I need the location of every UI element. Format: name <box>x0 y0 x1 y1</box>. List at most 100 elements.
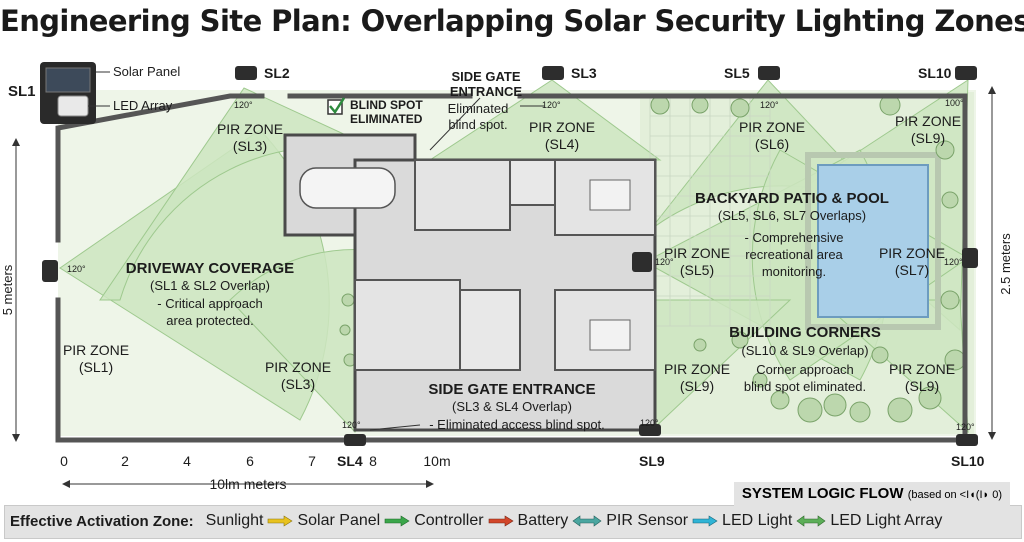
arrow-right-icon <box>384 515 410 527</box>
light-sl10-top-label: SL10 <box>918 65 952 81</box>
pir-label-sl4-id: (SL4) <box>545 136 579 152</box>
arrow-right-icon <box>488 515 514 527</box>
scale-tick-8: 8 <box>369 453 377 469</box>
arrow-right-icon <box>268 515 294 527</box>
angle-sl5: 120° <box>760 100 779 110</box>
scale-tick-2: 2 <box>121 453 129 469</box>
flow-bar <box>4 505 1022 539</box>
scale-bar-label: 10lm meters <box>209 476 286 492</box>
flow-row: Effective Activation Zone: Sunlight Sola… <box>10 509 942 533</box>
light-sl4-icon <box>344 434 366 446</box>
light-sl1-icon <box>42 260 58 282</box>
checkmark-icon <box>329 97 346 115</box>
pir-label-sl3-top: PIR ZONE <box>217 121 283 137</box>
page-title: Engineering Site Plan: Overlapping Solar… <box>0 4 1024 38</box>
led-array-label: LED Array <box>113 98 173 113</box>
angle-sl1: 120° <box>67 264 86 274</box>
driveway-note2: area protected. <box>166 313 253 328</box>
blind-spot-line1: BLIND SPOT <box>350 98 423 112</box>
light-fixtures <box>42 66 978 446</box>
angle-sl10: 100° <box>945 98 964 108</box>
pir-label-sl9-bottom: PIR ZONE <box>664 361 730 377</box>
landscape-shrubs <box>339 94 966 423</box>
light-sl9-label: SL9 <box>639 453 665 469</box>
corners-note1: Corner approach <box>756 362 854 377</box>
flow-title: SYSTEM LOGIC FLOW <box>741 485 904 502</box>
pir-label-sl5-id: (SL5) <box>680 262 714 278</box>
side-gate-bottom-title: SIDE GATE ENTRANCE <box>428 381 595 398</box>
pir-label-sl5: PIR ZONE <box>664 245 730 261</box>
light-sl10-bottom-label: SL10 <box>951 453 985 469</box>
light-sl10-bottom-icon <box>956 434 978 446</box>
house <box>283 133 657 432</box>
angle-sl7: 120° <box>944 257 963 267</box>
pir-label-sl9-top: PIR ZONE <box>895 113 961 129</box>
arrow-right-icon <box>692 515 718 527</box>
backyard-sub: (SL5, SL6, SL7 Overlaps) <box>718 208 866 223</box>
backyard-title: BACKYARD PATIO & POOL <box>695 190 889 207</box>
side-gate-top-title1: SIDE GATE <box>451 69 520 84</box>
light-sl7-icon <box>962 248 978 268</box>
side-gate-top-note2: blind spot. <box>448 117 507 132</box>
led-array-icon <box>57 95 89 117</box>
site-plan: SL1 Solar Panel LED Array SL2 SL3 SL5 SL… <box>0 62 1013 492</box>
driveway-sub: (SL1 & SL2 Overlap) <box>150 278 270 293</box>
pir-label-sl9-corner-id: (SL9) <box>905 378 939 394</box>
dimension-right-label: 2.5 meters <box>998 233 1013 295</box>
pir-label-sl3-bottom-id: (SL3) <box>281 376 315 392</box>
site-boundary <box>55 93 968 443</box>
bathroom-bottom <box>459 289 521 371</box>
flow-title-box: SYSTEM LOGIC FLOW (based on <I◖(I◗ 0) <box>733 482 1010 506</box>
angle-sl10-bottom: 120° <box>956 422 975 432</box>
driveway-title: DRIVEWAY COVERAGE <box>126 260 294 277</box>
blind-spot-line2: ELIMINATED <box>350 112 423 126</box>
backyard-note1: - Comprehensive <box>745 230 844 245</box>
pir-label-sl6-id: (SL6) <box>755 136 789 152</box>
kitchen <box>414 159 511 231</box>
flow-step-led-light-array: LED Light Array <box>830 512 943 529</box>
side-gate-top-leader <box>429 97 481 151</box>
scale-tick-6: 6 <box>246 453 254 469</box>
car-icon <box>299 167 396 209</box>
light-sl5-label: SL5 <box>724 65 750 81</box>
corners-title: BUILDING CORNERS <box>729 324 881 341</box>
light-sl10-top-icon <box>955 66 977 80</box>
scale-tick-0: 0 <box>60 453 68 469</box>
scale-tick-4: 4 <box>183 453 191 469</box>
angle-sl2: 120° <box>234 100 253 110</box>
light-sl2-label: SL2 <box>264 65 290 81</box>
solar-panel-label: Solar Panel <box>113 64 180 79</box>
backyard-note2: recreational area <box>745 247 843 262</box>
pool <box>817 164 929 318</box>
scale-tick-10: 10m <box>423 453 450 469</box>
side-gate-top-note1: Eliminated <box>448 101 509 116</box>
living-room <box>354 279 461 371</box>
bed-top <box>589 179 631 211</box>
side-gate-bottom-leader <box>369 424 421 431</box>
bathroom-top <box>509 159 556 206</box>
pir-label-sl6: PIR ZONE <box>739 119 805 135</box>
flow-step-led-light: LED Light <box>722 512 793 529</box>
pir-label-sl7-id: (SL7) <box>895 262 929 278</box>
light-sl3-label: SL3 <box>571 65 597 81</box>
flow-lead: Effective Activation Zone: <box>10 512 194 530</box>
angle-sl4: 120° <box>342 420 361 430</box>
light-sl5-icon <box>758 66 780 80</box>
corners-note2: blind spot eliminated. <box>744 379 866 394</box>
flow-step-sunlight: Sunlight <box>205 512 264 529</box>
side-gate-bottom-sub: (SL3 & SL4 Overlap) <box>452 399 572 414</box>
side-gate-top-title2: ENTRANCE <box>450 84 523 99</box>
light-sl5-side-icon <box>632 252 652 272</box>
arrow-bidirectional-icon <box>572 515 602 527</box>
bed-bottom <box>589 319 631 351</box>
light-sl4-label: SL4 <box>337 453 363 469</box>
flow-step-solar-panel: Solar Panel <box>297 512 381 529</box>
checkbox-icon <box>327 99 343 115</box>
light-sl9-icon <box>639 424 661 436</box>
pir-label-sl3-bottom: PIR ZONE <box>265 359 331 375</box>
flow-step-battery: Battery <box>517 512 569 529</box>
pir-label-sl3-top-id: (SL3) <box>233 138 267 154</box>
fixture-legend <box>40 62 110 124</box>
pir-label-sl9-bottom-id: (SL9) <box>680 378 714 394</box>
side-gate-bottom-note: - Eliminated access blind spot. <box>429 417 605 432</box>
